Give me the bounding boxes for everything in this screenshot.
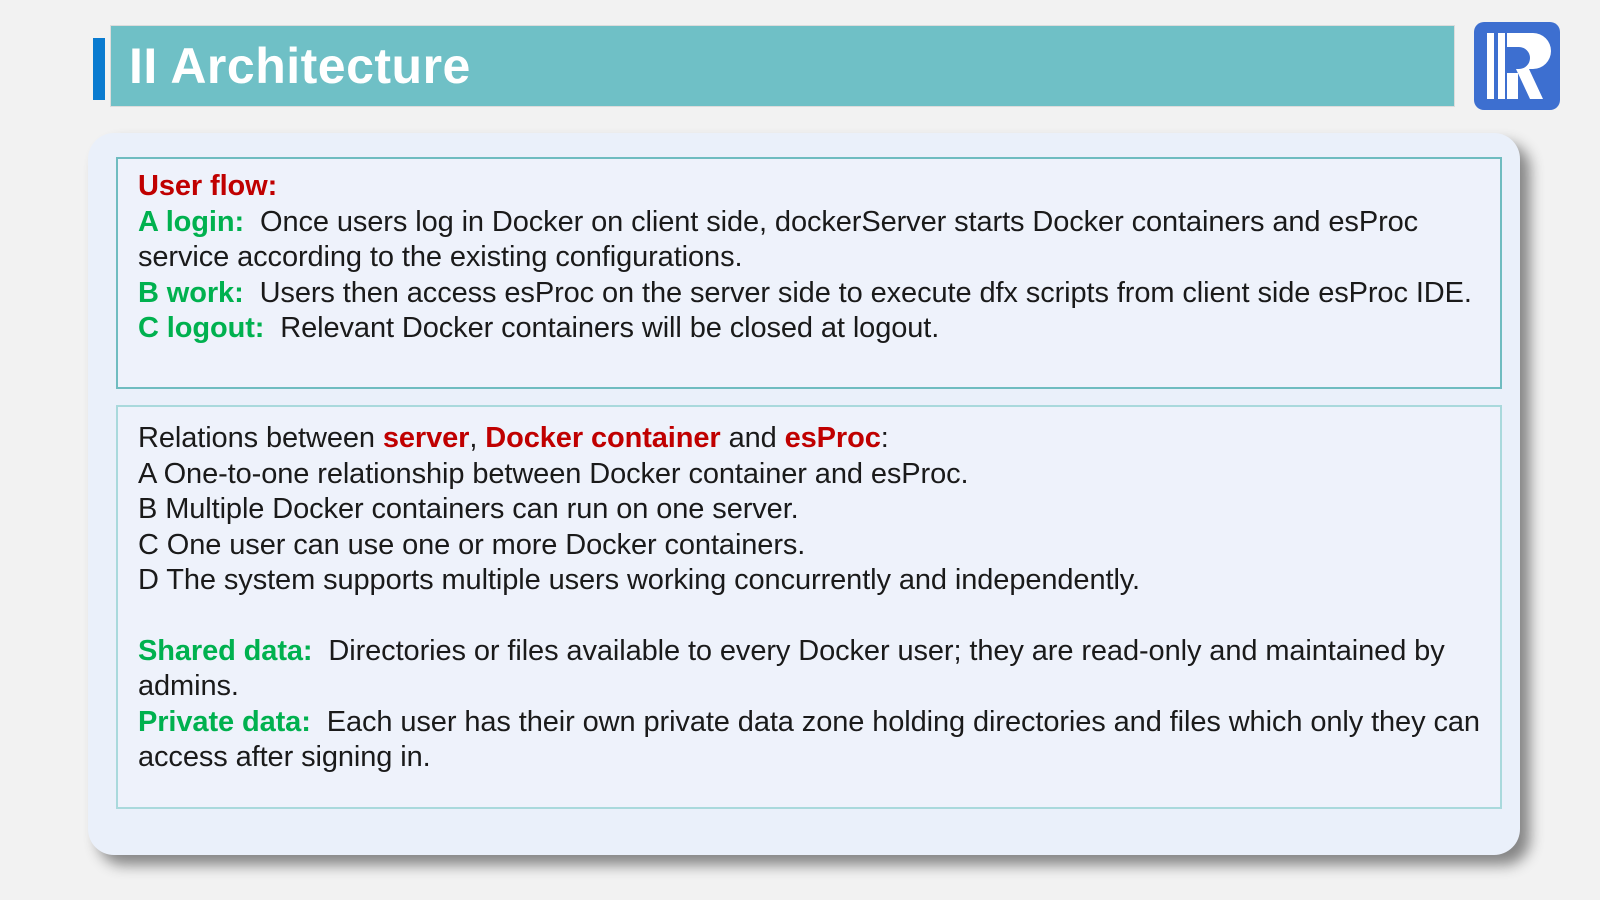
user-flow-item-login: A login: Once users log in Docker on cli… xyxy=(138,205,1419,274)
page-title: II Architecture xyxy=(129,38,471,94)
relations-point-d: D The system supports multiple users wor… xyxy=(138,564,1140,596)
relations-text: Relations between server, Docker contain… xyxy=(138,421,1486,776)
user-flow-item-work: B work: Users then access esProc on the … xyxy=(138,276,1472,309)
relations-point-b: B Multiple Docker containers can run on … xyxy=(138,493,799,525)
logo-bar-left xyxy=(1487,33,1494,99)
user-flow-heading: User flow: xyxy=(138,170,278,202)
content-panel: User flow: A login: Once users log in Do… xyxy=(88,133,1520,855)
logo-bar-right xyxy=(1498,33,1505,99)
user-flow-text: User flow: A login: Once users log in Do… xyxy=(138,169,1486,347)
slide-header: II Architecture xyxy=(0,0,1600,130)
title-banner: II Architecture xyxy=(110,25,1455,107)
relations-intro: Relations between server, Docker contain… xyxy=(138,422,889,454)
relations-point-a: A One-to-one relationship between Docker… xyxy=(138,457,969,490)
relations-point-c: C One user can use one or more Docker co… xyxy=(138,528,806,561)
title-accent-bar xyxy=(93,38,105,100)
user-flow-box: User flow: A login: Once users log in Do… xyxy=(116,157,1502,389)
paragraph-spacer xyxy=(138,599,1486,634)
private-data-item: Private data: Each user has their own pr… xyxy=(138,705,1480,774)
relations-box: Relations between server, Docker contain… xyxy=(116,405,1502,809)
shared-data-item: Shared data: Directories or files availa… xyxy=(138,634,1445,703)
logo-r-glyph xyxy=(1507,33,1551,99)
user-flow-item-logout: C logout: Relevant Docker containers wil… xyxy=(138,312,940,344)
raqsoft-logo-icon xyxy=(1474,22,1560,110)
